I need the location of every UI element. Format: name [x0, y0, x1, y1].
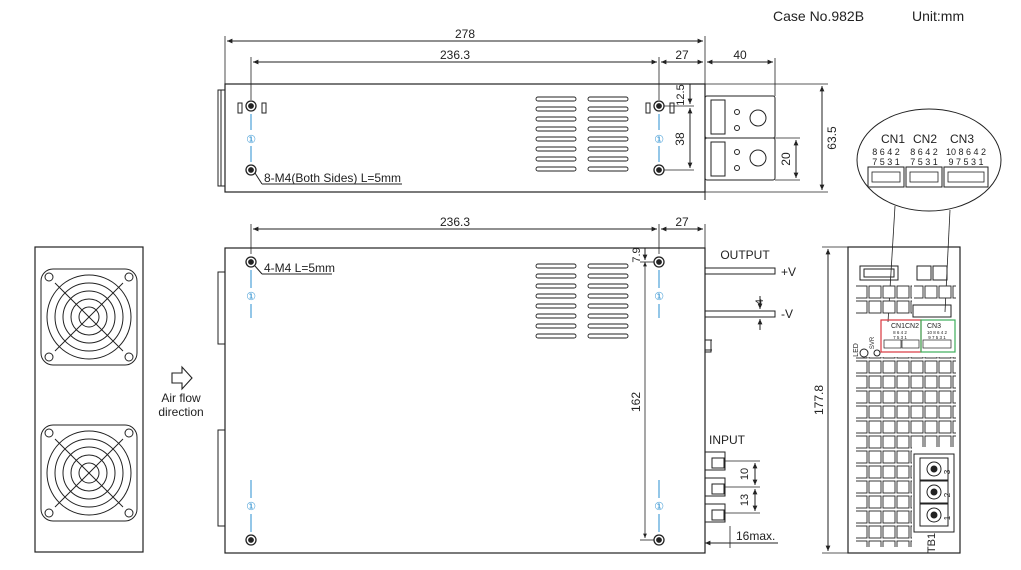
screw-note: 8-M4(Both Sides) L=5mm — [264, 171, 401, 185]
airflow-label-1: Air flow — [161, 391, 201, 405]
screw-hole — [245, 100, 257, 112]
fan-bottom — [40, 424, 138, 522]
mini-cn3-label: CN3 — [927, 323, 941, 330]
output-terminal-top — [704, 95, 776, 139]
input-label: INPUT — [709, 433, 746, 447]
svr-knob — [873, 349, 881, 357]
grill-top-left — [856, 284, 912, 314]
marker-1: ① — [246, 133, 256, 146]
tb1-pin-1: 1 — [943, 515, 952, 520]
dim-10: 10 — [739, 468, 751, 480]
dim-236-3: 236.3 — [440, 48, 470, 62]
side-view-text: 177.8 LED SVR CN1 CN2 CN3 8 6 4 2 7 5 3 … — [812, 323, 952, 553]
svr-label: SVR — [870, 336, 876, 349]
cn2-bottom-pins: 7 5 3 1 — [910, 157, 938, 167]
screw-hole — [653, 164, 665, 176]
airflow-arrow-icon — [171, 365, 193, 391]
case-number: Case No.982B — [773, 8, 865, 24]
dim-177-8: 177.8 — [812, 385, 826, 415]
front-vents — [535, 263, 629, 339]
mini-cn12-bottom-pins: 7 5 3 1 — [893, 335, 907, 340]
dim-7-9: 7.9 — [631, 247, 643, 262]
cn3-highlight — [920, 319, 956, 353]
screw-hole — [653, 100, 665, 112]
front-screw-note: 4-M4 L=5mm — [264, 261, 335, 275]
led-label: LED — [853, 343, 860, 357]
connector-detail-text: CN1 CN2 CN3 8 6 4 2 7 5 3 1 8 6 4 2 7 5 … — [872, 132, 986, 167]
dim-4: 4 — [754, 299, 766, 305]
dim-236-3: 236.3 — [440, 215, 470, 229]
pos-v-label: +V — [781, 265, 796, 279]
cn3-top-pins: 10 8 6 4 2 — [946, 147, 986, 157]
mini-cn3-bottom-pins: 9 7 5 3 1 — [928, 335, 946, 340]
airflow-label-2: direction — [158, 405, 203, 419]
input-terminal-block — [704, 451, 726, 548]
top-vents — [535, 96, 629, 172]
mini-cn1-label: CN1 — [891, 323, 905, 330]
cn3-label: CN3 — [950, 132, 974, 146]
screw-hole — [653, 534, 665, 546]
screw-hole — [245, 164, 257, 176]
dim-13: 13 — [739, 494, 751, 506]
dim-63-5: 63.5 — [825, 126, 839, 150]
marker-1: ① — [246, 290, 256, 303]
dim-27: 27 — [675, 215, 689, 229]
marker-1: ① — [654, 133, 664, 146]
dim-162: 162 — [629, 392, 643, 412]
fan-panel — [34, 246, 144, 553]
output-pos-terminal — [704, 267, 776, 275]
mini-cn12-top-pins: 8 6 4 2 — [893, 330, 907, 335]
marker-1: ① — [654, 500, 664, 513]
dim-27: 27 — [675, 48, 689, 62]
tb1-screws — [919, 457, 949, 527]
front-view-text: 236.3 27 7.9 162 4-M4 L=5mm OUTPUT +V -V… — [246, 215, 796, 543]
connector-detail — [856, 108, 1002, 323]
unit-label: Unit:mm — [912, 8, 965, 24]
top-view-text: 278 236.3 27 40 63.5 12.5 38 20 8-M4(Bot… — [246, 27, 839, 185]
cn1-label: CN1 — [881, 132, 905, 146]
tb1-pin-2: 2 — [943, 492, 952, 497]
screw-hole — [245, 256, 257, 268]
tb1-block — [913, 453, 955, 533]
tb1-pin-3: 3 — [943, 469, 952, 474]
side-view — [822, 246, 961, 554]
cn1-top-pins: 8 6 4 2 — [872, 147, 900, 157]
mini-cn3-top-pins: 10 8 6 4 2 — [927, 330, 948, 335]
side-view-body — [847, 246, 961, 554]
output-neg-terminal — [704, 310, 776, 318]
grill-top-right — [914, 284, 956, 300]
tb1-label: TB1 — [926, 533, 938, 553]
dim-12-5: 12.5 — [675, 84, 687, 105]
marker-1: ① — [654, 290, 664, 303]
dim-20: 20 — [779, 152, 793, 166]
front-view-body — [224, 247, 706, 554]
grill-middle — [856, 357, 956, 447]
marker-1: ① — [246, 500, 256, 513]
cn2-top-pins: 8 6 4 2 — [910, 147, 938, 157]
cn3-bottom-pins: 9 7 5 3 1 — [948, 157, 983, 167]
fan-view-text: Air flow direction — [158, 391, 203, 419]
mini-cn2-label: CN2 — [905, 323, 919, 330]
dim-278: 278 — [455, 27, 475, 41]
front-view — [217, 224, 778, 554]
screw-hole — [653, 256, 665, 268]
dim-40: 40 — [733, 48, 747, 62]
cn1-bottom-pins: 7 5 3 1 — [872, 157, 900, 167]
fan-view — [34, 246, 193, 553]
grill-left-lower — [856, 447, 912, 547]
screw-hole — [245, 534, 257, 546]
fan-top — [40, 268, 138, 366]
output-terminal-bottom — [704, 137, 776, 181]
dim-38: 38 — [673, 132, 687, 146]
led-indicator — [859, 348, 869, 358]
dim-16max: 16max. — [736, 529, 775, 543]
output-label: OUTPUT — [720, 248, 770, 262]
top-view — [217, 36, 828, 200]
neg-v-label: -V — [781, 307, 793, 321]
cn2-label: CN2 — [913, 132, 937, 146]
